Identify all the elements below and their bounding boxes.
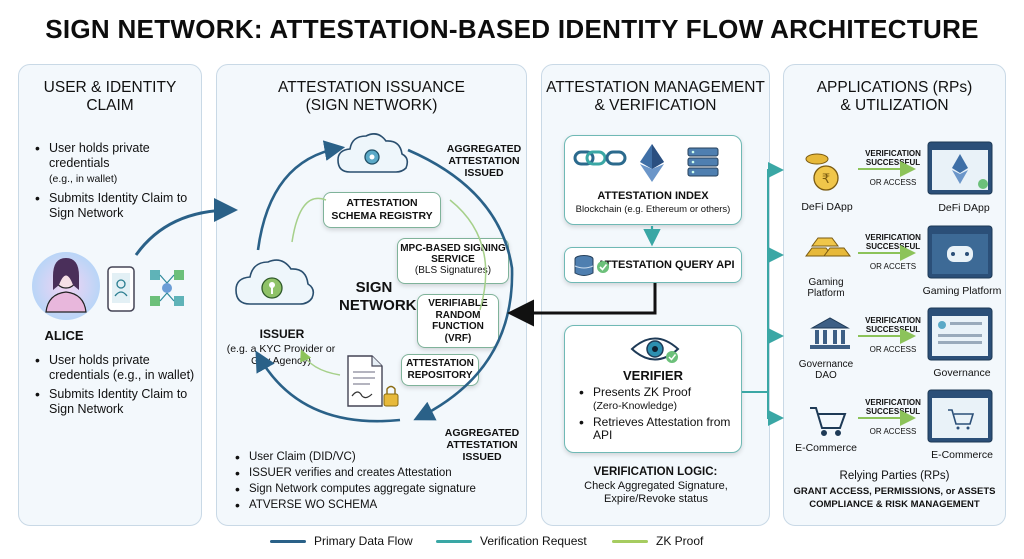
legend-zk: ZK Proof [612, 534, 703, 548]
rp-footer-line1: GRANT ACCESS, PERMISSIONS, or ASSETS [793, 486, 996, 497]
panel-title: APPLICATIONS (RPs) & UTILIZATION [816, 79, 973, 114]
legend-verification: Verification Request [436, 534, 587, 548]
legend-label: Verification Request [480, 534, 587, 548]
legend-swatch [436, 539, 472, 543]
app-right-label: Gaming Platform [922, 285, 1002, 297]
panel-management-verification: ATTESTATION MANAGEMENT & VERIFICATION AT… [541, 64, 770, 526]
access-label: OR ACCESS [869, 427, 917, 436]
index-sub: Blockchain (e.g. Ethereum or others) [575, 204, 731, 215]
top-bullets: User holds private credentials(e.g., in … [35, 141, 195, 225]
bullet-item: Submits Identity Claim to Sign Network [35, 191, 195, 221]
legend-label: ZK Proof [656, 534, 704, 548]
bullet-item: ISSUER verifies and creates Attestation [235, 467, 520, 480]
verification-status: VERIFICATION SUCCESSFUL [865, 233, 921, 251]
aggregated-label-top: AGGREGATED ATTESTATION ISSUED [446, 143, 522, 179]
logic-text: Check Aggregated Signature, Expire/Revok… [584, 480, 728, 505]
bullet-item: Presents ZK Proof(Zero-Knowledge) [579, 386, 739, 413]
verifier-title: VERIFIER [623, 368, 683, 383]
sign-network-label: SIGN NETWORK [339, 279, 417, 314]
vrf-card: VERIFIABLE RANDOM FUNCTION (VRF) [417, 294, 499, 348]
bullet-item: User Claim (DID/VC) [235, 451, 520, 464]
access-label: OR ACCETS [869, 262, 917, 271]
index-title: ATTESTATION INDEX [597, 190, 709, 202]
bullet-item: User holds private credentials(e.g., in … [35, 141, 195, 187]
bottom-bullets: User holds private credentials (e.g., in… [35, 353, 197, 421]
app-left-label: Governance DAO [798, 359, 854, 381]
issuance-bullets: User Claim (DID/VC) ISSUER verifies and … [235, 451, 520, 515]
repository-card: ATTESTATION REPOSITORY [401, 354, 479, 386]
query-api-card: ATTESTATION QUERY API [564, 247, 742, 283]
bullet-item: Retrieves Attestation from API [579, 416, 739, 442]
app-left-label: DeFi DApp [801, 201, 853, 213]
app-right-label: Governance [933, 367, 991, 379]
panel-title: ATTESTATION MANAGEMENT & VERIFICATION [546, 79, 765, 114]
app-left-label: Gaming Platform [807, 277, 845, 299]
issuer-title: ISSUER [259, 327, 305, 341]
page-title: SIGN NETWORK: ATTESTATION-BASED IDENTITY… [45, 14, 979, 44]
app-right-label: DeFi DApp [938, 202, 990, 214]
attestation-index-card: ATTESTATION INDEX Blockchain (e.g. Ether… [564, 135, 742, 225]
bullet-item: ATVERSE WO SCHEMA [235, 499, 520, 512]
mpc-signing-card: MPC-BASED SIGNING SERVICE(BLS Signatures… [397, 238, 509, 284]
verification-status: VERIFICATION SUCCESSFUL [865, 398, 921, 416]
legend-primary: Primary Data Flow [270, 534, 413, 548]
bullet-item: Submits Identity Claim to Sign Network [35, 387, 197, 417]
legend-swatch [270, 539, 306, 543]
legend-label: Primary Data Flow [314, 534, 413, 548]
logic-title: VERIFICATION LOGIC: [593, 466, 718, 478]
panel-title: USER & IDENTITY CLAIM [43, 79, 177, 114]
schema-registry-card: ATTESTATION SCHEMA REGISTRY [323, 192, 441, 228]
verification-status: VERIFICATION SUCCESSFUL [865, 149, 921, 167]
panel-applications: APPLICATIONS (RPs) & UTILIZATION DeFi DA… [783, 64, 1006, 526]
rp-footer-line2: COMPLIANCE & RISK MANAGEMENT [809, 499, 980, 510]
panel-attestation-issuance: ATTESTATION ISSUANCE (SIGN NETWORK) AGGR… [216, 64, 527, 526]
legend-swatch [612, 539, 648, 543]
user-name: ALICE [44, 328, 84, 343]
panel-user-identity: USER & IDENTITY CLAIM User holds private… [18, 64, 202, 526]
app-left-label: E-Commerce [795, 442, 857, 454]
bullet-item: User holds private credentials (e.g., in… [35, 353, 197, 383]
panel-title: ATTESTATION ISSUANCE (SIGN NETWORK) [278, 79, 465, 114]
verifier-bullets: Presents ZK Proof(Zero-Knowledge) Retrie… [579, 386, 739, 446]
access-label: OR ACCESS [869, 345, 917, 354]
verifier-card: VERIFIER Presents ZK Proof(Zero-Knowledg… [564, 325, 742, 453]
verification-status: VERIFICATION SUCCESSFUL [865, 316, 921, 334]
access-label: OR ACCESS [869, 178, 917, 187]
bullet-item: Sign Network computes aggregate signatur… [235, 483, 520, 496]
app-right-label: E-Commerce [931, 449, 993, 461]
issuer-sub: (e.g. a KYC Provider or Gov Agency) [226, 343, 336, 367]
rp-footer-title: Relying Parties (RPs) [839, 470, 950, 482]
